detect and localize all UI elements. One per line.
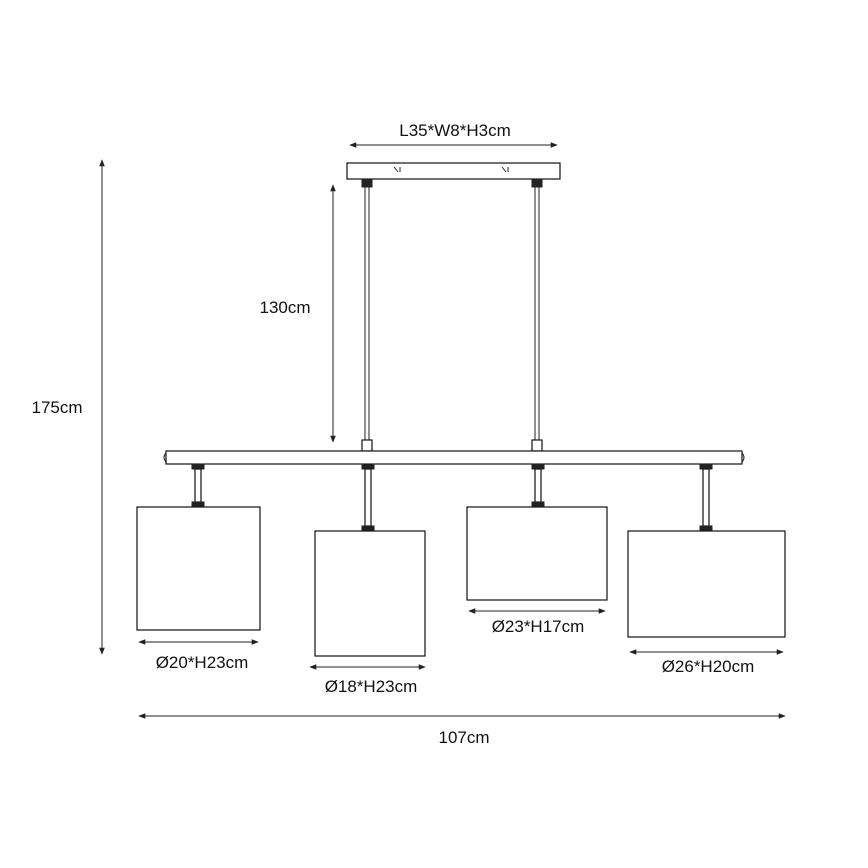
- lamp-bar: [163, 450, 745, 465]
- suspension-cables: [361, 178, 543, 452]
- shade-2-label: Ø18*H23cm: [325, 677, 418, 696]
- lamp-shade-1: [136, 506, 261, 631]
- shade-3-label: Ø23*H17cm: [492, 617, 585, 636]
- ceiling-canopy: [346, 162, 561, 180]
- lamp-shade-4: [627, 530, 786, 638]
- total-height-label: 175cm: [31, 398, 82, 417]
- cable-length-label: 130cm: [259, 298, 310, 317]
- lamp-shade-2: [314, 530, 426, 657]
- shade-1-label: Ø20*H23cm: [156, 653, 249, 672]
- canopy-dimension-label: L35*W8*H3cm: [399, 121, 511, 140]
- shade-stems: [191, 463, 713, 532]
- shade-4-label: Ø26*H20cm: [662, 657, 755, 676]
- lamp-shade-3: [466, 506, 608, 601]
- total-width-label: 107cm: [438, 728, 489, 747]
